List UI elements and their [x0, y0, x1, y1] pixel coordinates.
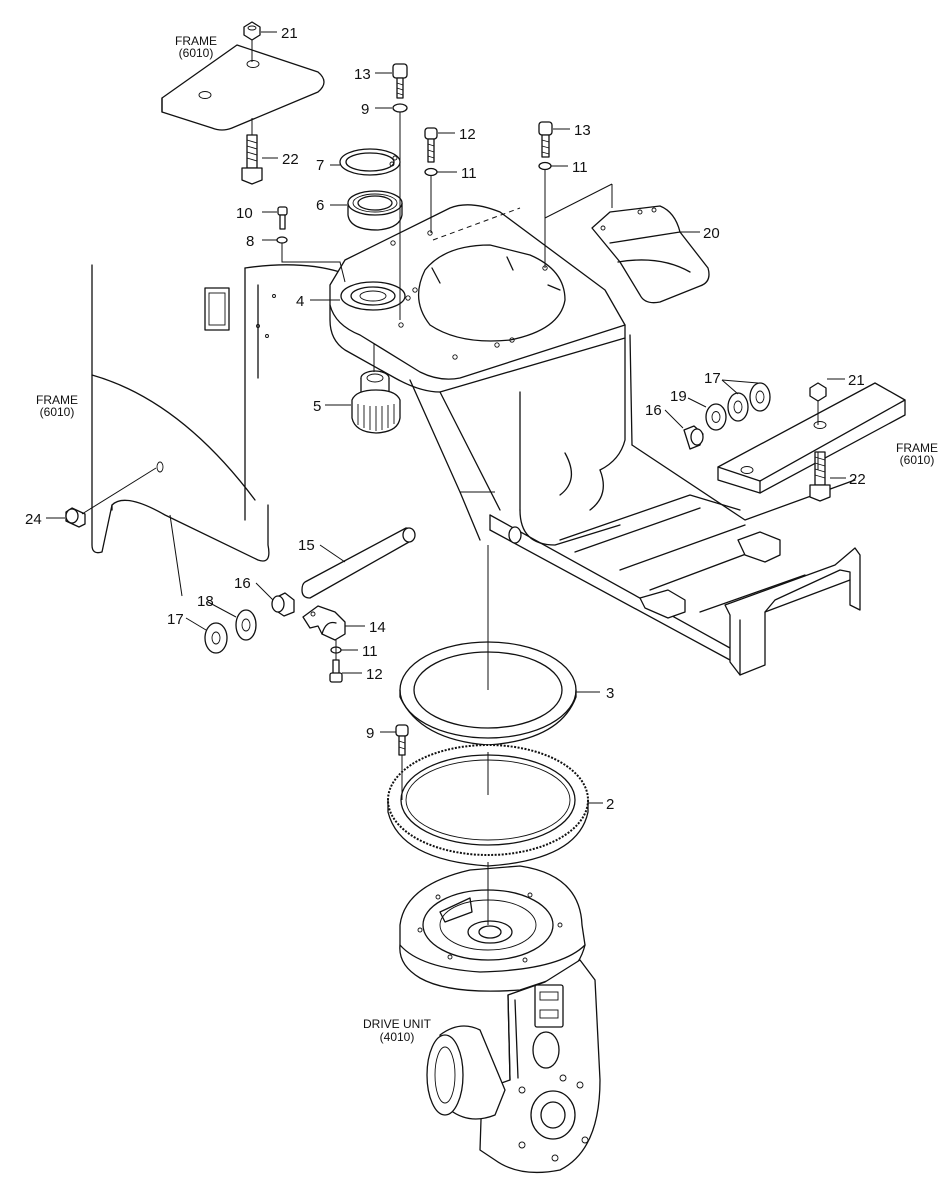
- main-chassis: [329, 204, 861, 676]
- callout-2: 2: [606, 796, 614, 813]
- callout-8: 8: [246, 233, 254, 250]
- right-frame-plate: [717, 382, 906, 494]
- callout-22-top: 22: [282, 151, 299, 168]
- part-24-plug: [65, 507, 86, 528]
- callout-21-top: 21: [281, 25, 298, 42]
- part-17-washer-left: [204, 622, 228, 654]
- frame-right-label-line1: FRAME: [896, 441, 938, 455]
- frame-left-label-line1: FRAME: [36, 393, 78, 407]
- callout-9-bottom: 9: [366, 725, 374, 742]
- part-6-bearing: [347, 190, 403, 231]
- callout-24: 24: [25, 511, 42, 528]
- drive-unit-label-line1: DRIVE UNIT: [363, 1017, 432, 1031]
- part-17-washers-right: [727, 382, 771, 422]
- callout-22-right: 22: [849, 471, 866, 488]
- callout-15: 15: [298, 537, 315, 554]
- part-12-capscrew-top: [424, 127, 438, 163]
- part-19-washer: [705, 403, 727, 431]
- part-12-capscrew-left: [329, 659, 343, 683]
- frame-right-label-line2: (6010): [900, 453, 935, 467]
- part-15-pin: [301, 527, 416, 599]
- part-5-pinion-gear: [351, 370, 401, 434]
- callout-9-top: 9: [361, 101, 369, 118]
- callout-13-right: 13: [574, 122, 591, 139]
- part-16-bushing-right: [683, 425, 704, 450]
- part-14-clamp: [302, 605, 346, 641]
- frame-top-label-line1: FRAME: [175, 34, 217, 48]
- callout-3: 3: [606, 685, 614, 702]
- frame-left-label-line2: (6010): [40, 405, 75, 419]
- callout-20: 20: [703, 225, 720, 242]
- part-22-bolt-top: [241, 134, 263, 185]
- left-frame-panel: [91, 264, 341, 562]
- part-9-capscrew-bottom: [395, 724, 409, 756]
- part-9-washer-top: [392, 103, 408, 113]
- part-8-washer: [276, 236, 288, 244]
- frame-top-label-line2: (6010): [179, 46, 214, 60]
- callout-numbers: 21 22 13 9 7 6 12 11 13 11 10 8 20 4 5 1…: [25, 25, 866, 813]
- part-18-washer: [235, 609, 257, 641]
- drive-unit-label-line2: (4010): [380, 1030, 415, 1044]
- part-7-snap-ring: [339, 148, 401, 176]
- callout-12-top: 12: [459, 126, 476, 143]
- part-10-screw: [277, 206, 288, 230]
- callout-12-left: 12: [366, 666, 383, 683]
- part-16-bushing-left: [271, 592, 295, 617]
- callout-17-right: 17: [704, 370, 721, 387]
- callout-11-left: 11: [362, 643, 378, 660]
- callout-16-left: 16: [234, 575, 251, 592]
- callout-7: 7: [316, 157, 324, 174]
- callout-19: 19: [670, 388, 687, 405]
- part-21-nut-top: [243, 21, 261, 41]
- callout-11-top-a: 11: [461, 165, 477, 182]
- callout-5: 5: [313, 398, 321, 415]
- part-13-capscrew-top: [392, 63, 408, 99]
- drive-unit: [399, 865, 601, 1174]
- callout-17-left: 17: [167, 611, 184, 628]
- callout-18: 18: [197, 593, 214, 610]
- callout-6: 6: [316, 197, 324, 214]
- assembly-lines: [81, 40, 819, 925]
- callout-21-right: 21: [848, 372, 865, 389]
- part-13-capscrew-right: [538, 121, 553, 158]
- callout-10: 10: [236, 205, 253, 222]
- part-20-pad: [591, 205, 710, 304]
- part-11-washer-top-b: [538, 161, 552, 171]
- callout-11-top-b: 11: [572, 159, 588, 176]
- caption-labels: FRAME (6010) FRAME (6010) FRAME (6010) D…: [36, 34, 938, 1044]
- part-21-nut-right: [809, 382, 827, 402]
- top-frame-plate: [161, 44, 325, 131]
- callout-14: 14: [369, 619, 386, 636]
- part-2-ring-gear: [387, 744, 589, 867]
- part-11-washer-top-a: [424, 167, 438, 177]
- callout-16-right: 16: [645, 402, 662, 419]
- callout-13-top: 13: [354, 66, 371, 83]
- leader-lines: [46, 31, 846, 804]
- callout-4: 4: [296, 293, 304, 310]
